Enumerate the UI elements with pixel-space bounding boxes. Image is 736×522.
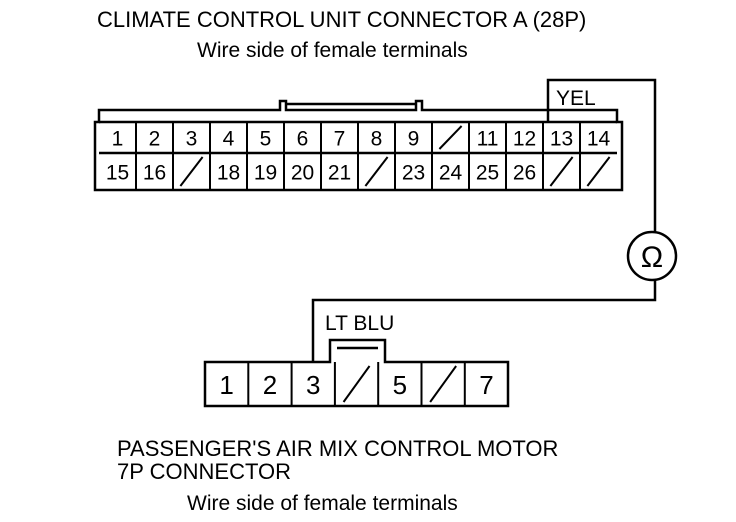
pin-19: 19 <box>246 153 277 190</box>
pin-label: 7 <box>334 128 346 151</box>
pin-25: 25 <box>468 153 499 190</box>
pin-label: 24 <box>439 162 463 185</box>
pin-label: 11 <box>477 128 499 151</box>
lt-blu-wire-label: LT BLU <box>325 312 394 335</box>
pin-20: 20 <box>283 153 314 190</box>
pin-label: 19 <box>254 162 277 185</box>
pin-empty-10 <box>431 122 463 153</box>
pin-14: 14 <box>579 122 611 153</box>
pin-label: 21 <box>328 162 351 185</box>
pin-label: 6 <box>297 128 309 151</box>
yel-wire <box>546 78 657 232</box>
yel-wire-label: YEL <box>556 87 596 110</box>
pin-12: 12 <box>505 122 536 153</box>
pin7p-label: 5 <box>393 370 407 400</box>
pin7p-label: 3 <box>306 370 320 400</box>
connector-7p-title-line2: 7P CONNECTOR <box>117 459 291 484</box>
pin-24: 24 <box>431 153 463 190</box>
pin-label: 4 <box>223 128 235 151</box>
pin-4: 4 <box>209 122 235 153</box>
pin7p-label: 2 <box>263 370 277 400</box>
ohm-symbol: Ω <box>641 241 663 274</box>
pin-label: 20 <box>291 162 314 185</box>
pin-label: 8 <box>371 128 383 151</box>
pin-label: 3 <box>186 128 198 151</box>
pin7p-5: 5 <box>377 362 407 406</box>
pin-5: 5 <box>246 122 272 153</box>
pin-label: 16 <box>143 162 166 185</box>
pin-15: 15 <box>106 162 129 185</box>
connector-7p-subtitle: Wire side of female terminals <box>187 492 458 515</box>
pin7p-1: 1 <box>219 370 233 400</box>
pin7p-2: 2 <box>247 362 277 406</box>
pin-empty-3 <box>172 153 204 190</box>
pin7p-3: 3 <box>290 362 320 406</box>
connector-7p-housing <box>203 338 510 408</box>
pin-11: 11 <box>468 122 499 153</box>
pin-label: 1 <box>112 128 124 151</box>
pin-label: 15 <box>106 162 129 185</box>
pin-empty-14 <box>579 153 611 190</box>
pin-9: 9 <box>394 122 420 153</box>
connector-a-title: CLIMATE CONTROL UNIT CONNECTOR A (28P) <box>97 7 586 32</box>
ohmmeter <box>626 230 678 282</box>
pin-23: 23 <box>394 153 425 190</box>
pin-label: 13 <box>550 128 573 151</box>
pin-label: 12 <box>513 128 536 151</box>
pin7p-7: 7 <box>463 362 494 406</box>
pin-label: 25 <box>476 162 499 185</box>
pin-label: 5 <box>260 128 272 151</box>
pin7p-label: 1 <box>219 370 233 400</box>
pin-label: 23 <box>402 162 425 185</box>
pin-16: 16 <box>135 153 166 190</box>
pin-label: 26 <box>513 162 536 185</box>
pin-empty-13 <box>542 153 574 190</box>
pin-21: 21 <box>320 153 351 190</box>
connector-a-subtitle: Wire side of female terminals <box>197 39 468 62</box>
pin-label: 9 <box>408 128 420 151</box>
pin7p-label: 7 <box>479 370 493 400</box>
pin-2: 2 <box>135 122 161 153</box>
pin-18: 18 <box>209 153 240 190</box>
connector-a-row2: 15 16 18 19 20 21 23 24 25 26 <box>106 153 611 190</box>
pin-8: 8 <box>357 122 383 153</box>
pin-3: 3 <box>172 122 198 153</box>
pin-label: 14 <box>587 128 611 151</box>
pin-label: 2 <box>149 128 161 151</box>
connector-7p-title-line1: PASSENGER'S AIR MIX CONTROL MOTOR <box>117 436 558 461</box>
pin-26: 26 <box>505 153 536 190</box>
pin7p-empty-6 <box>420 362 457 406</box>
pin-6: 6 <box>283 122 309 153</box>
pin-empty-8 <box>357 153 389 190</box>
pin7p-empty-4 <box>333 362 371 406</box>
lt-blu-wire <box>311 280 657 362</box>
pin-13: 13 <box>542 122 573 153</box>
pin-7: 7 <box>320 122 346 153</box>
pin-1: 1 <box>112 128 124 151</box>
pin-label: 18 <box>217 162 240 185</box>
